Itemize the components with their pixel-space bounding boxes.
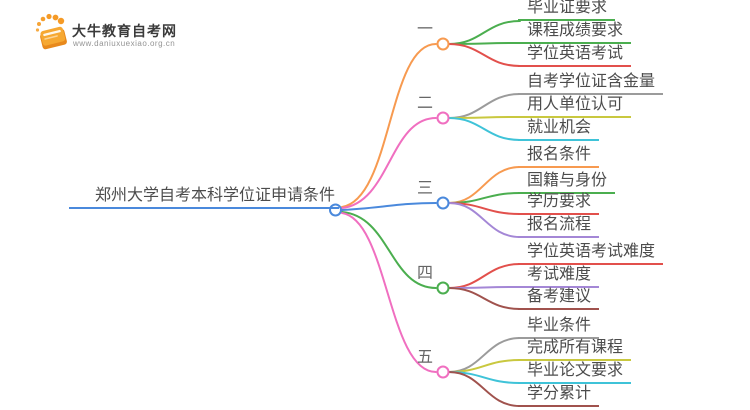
edge-branch-5 [341,212,437,373]
leaf-topic: 备考建议 [518,287,600,310]
branch-circle-3 [436,196,450,210]
leaf-topic: 学历要求 [518,192,600,215]
edge-leaf-1-2 [448,42,521,45]
leaf-topic: 国籍与身份 [518,171,616,194]
leaf-topic: 完成所有课程 [518,338,632,361]
branch-label-4: 四 [416,265,433,282]
leaf-topic: 学位英语考试难度 [518,242,664,265]
site-logo: 大牛教育自考网 www.daniuxuexiao.org.cn [34,13,214,53]
leaf-topic: 考试难度 [518,265,600,288]
branch-label-2: 二 [416,95,433,112]
logo-title: 大牛教育自考网 [72,23,177,39]
leaf-topic: 报名条件 [518,145,600,168]
leaf-topic: 毕业论文要求 [518,361,632,384]
branch-circle-5 [436,365,450,379]
leaf-topic: 自考学位证含金量 [518,72,664,95]
branch-label-1: 一 [416,21,433,38]
leaf-topic: 就业机会 [518,118,600,141]
edge-leaf-4-3 [448,287,521,310]
edge-branch-3 [341,202,437,211]
edge-leaf-4-1 [448,263,521,289]
edge-leaf-5-4 [448,371,521,407]
leaf-topic: 学位英语考试 [518,44,632,67]
logo-book-icon [35,13,67,50]
root-topic: 郑州大学自考本科学位证申请条件 [69,186,340,209]
edge-branch-1 [341,43,437,208]
edge-leaf-2-1 [448,93,521,119]
branch-circle-4 [436,281,450,295]
branch-circle-2 [436,111,450,125]
branch-label-5: 五 [416,349,433,366]
leaf-topic: 课程成绩要求 [518,21,632,44]
edge-leaf-1-1 [448,20,521,45]
logo-url: www.daniuxuexiao.org.cn [73,39,176,48]
edge-leaf-2-3 [448,117,521,141]
leaf-topic: 毕业条件 [518,316,600,339]
edge-branch-4 [341,211,437,289]
branch-circle-1 [436,37,450,51]
edge-leaf-3-2 [448,192,521,204]
branch-label-3: 三 [416,180,433,197]
leaf-topic: 毕业证要求 [518,0,616,21]
leaf-topic: 学分累计 [518,384,600,407]
edge-branch-2 [341,117,437,209]
leaf-topic: 用人单位认可 [518,95,632,118]
edge-leaf-2-2 [448,116,521,119]
leaf-topic: 报名流程 [518,215,600,238]
edge-leaf-1-3 [448,43,521,67]
edge-leaf-3-4 [448,202,521,238]
